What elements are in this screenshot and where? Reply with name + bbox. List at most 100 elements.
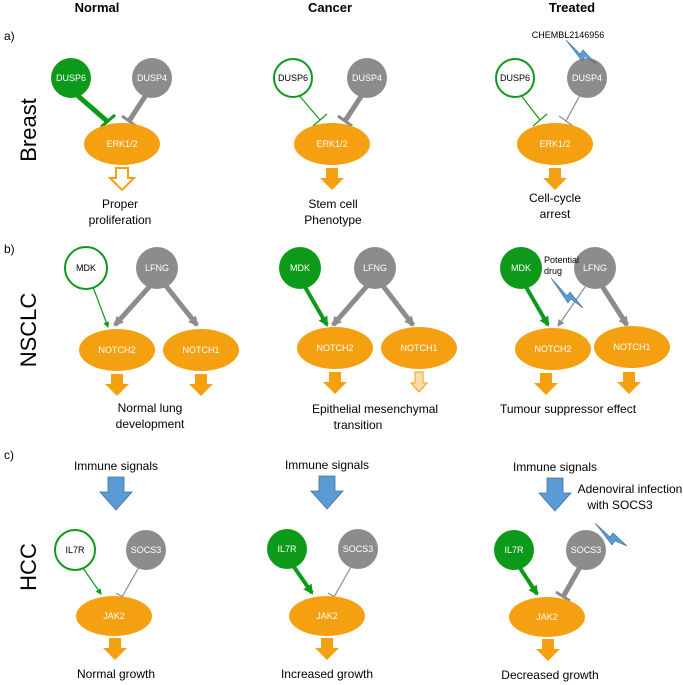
column-header-cancer: Cancer (308, 0, 352, 15)
outcome-arrow (103, 638, 127, 660)
nsclc-cancer: MDK LFNG NOTCH2 NOTCH1 Epithelial mesenc… (279, 247, 457, 432)
immune-signals-label: Immune signals (285, 458, 369, 472)
activation-arrow (303, 285, 329, 327)
erk-node (294, 123, 370, 165)
outcome-line-1: Cell-cycle (529, 191, 581, 205)
therapy-label-line-2: with SOCS3 (586, 498, 653, 512)
socs3-label: SOCS3 (343, 544, 374, 554)
erk-node (517, 123, 593, 165)
lfng-label: LFNG (583, 263, 607, 273)
outcome-line-1: Epithelial mesenchymal (312, 402, 438, 416)
outcome-line-1: Proper (102, 197, 138, 211)
inhibition-bar (555, 590, 571, 603)
dusp4-label: DUSP4 (352, 73, 382, 83)
therapy-label-line-1: Adenoviral infection (578, 482, 683, 496)
outcome-arrow (320, 168, 344, 190)
activation-arrow (518, 566, 539, 596)
dusp4-node (347, 58, 387, 98)
row-label-nsclc: NSCLC (16, 293, 41, 368)
dusp4-label: DUSP4 (572, 73, 602, 83)
inhibition-line (121, 566, 140, 598)
notch1-label: NOTCH1 (400, 343, 437, 353)
notch1-node (163, 329, 239, 371)
inhibition-line (565, 94, 581, 122)
lfng-label: LFNG (145, 263, 169, 273)
outcome-arrow-faded (409, 371, 429, 393)
il7r-node (267, 529, 307, 569)
outcome-text: Increased growth (281, 667, 373, 681)
breast-treated: DUSP6 DUSP4 CHEMBL2146956 ERK1/2 Cell-cy… (495, 30, 607, 221)
activation-arrow (331, 284, 369, 327)
il7r-label: IL7R (65, 545, 85, 555)
notch2-label: NOTCH2 (316, 343, 353, 353)
erk-label: ERK1/2 (316, 139, 347, 149)
inhibition-line (75, 93, 110, 124)
erk-label: ERK1/2 (539, 139, 570, 149)
mdk-node (64, 246, 108, 290)
notch1-node (381, 327, 457, 369)
inhibition-bar (337, 114, 353, 128)
inhibition-bar (532, 113, 548, 127)
outcome-line-2: development (116, 417, 185, 431)
notch1-label: NOTCH1 (613, 342, 650, 352)
notch2-node (297, 327, 373, 369)
immune-signal-arrow (99, 476, 133, 511)
il7r-node (494, 530, 534, 570)
lightning-drug-icon (550, 277, 584, 309)
inhibition-bar (312, 113, 328, 127)
row-label-hcc: HCC (16, 543, 41, 591)
dusp4-node (132, 58, 172, 98)
immune-signal-arrow (310, 475, 344, 510)
activation-arrow (292, 565, 314, 595)
dusp6-node (273, 58, 313, 98)
hcc-normal: Immune signals IL7R SOCS3 JAK2 Normal gr… (54, 459, 166, 681)
outcome-arrow (315, 638, 339, 660)
outcome-arrow (534, 373, 558, 395)
outcome-line-1: Normal lung (118, 401, 183, 415)
jak2-node (289, 596, 365, 636)
panel-letter-c: c) (4, 448, 14, 462)
column-header-treated: Treated (549, 0, 595, 15)
outcome-arrow (543, 168, 567, 190)
outcome-line-2: proliferation (89, 213, 152, 227)
dusp6-label: DUSP6 (278, 73, 308, 83)
activation-arrow (113, 284, 152, 327)
lightning-therapy-icon (594, 522, 628, 547)
nsclc-treated: MDK LFNG Potential drug NOTCH2 NOTCH1 Tu… (500, 247, 670, 416)
mdk-label: MDK (511, 263, 531, 273)
drug-label-line-1: Potential (544, 255, 579, 265)
outcome-arrow-hollow (107, 167, 137, 192)
outcome-line-2: transition (334, 418, 383, 432)
outcome-text: Tumour suppressor effect (500, 402, 637, 416)
panel-letter-a: a) (4, 29, 15, 43)
inhibition-line (560, 565, 583, 599)
inhibition-line (342, 93, 365, 123)
inhibition-line (333, 566, 352, 598)
lightning-drug-icon (565, 39, 597, 65)
lfng-node (574, 247, 616, 289)
inhibition-bar (100, 113, 116, 129)
activation-arrow (524, 285, 550, 327)
immune-signal-arrow (538, 477, 572, 512)
outcome-text: Decreased growth (501, 668, 598, 682)
mdk-label: MDK (290, 263, 310, 273)
lfng-node (354, 247, 396, 289)
socs3-node (338, 529, 378, 569)
inhibition-line (297, 93, 321, 121)
notch2-node (79, 329, 155, 371)
notch2-label: NOTCH2 (98, 345, 135, 355)
outcome-arrow (189, 374, 213, 396)
erk-node (84, 123, 160, 165)
jak2-node (509, 597, 585, 637)
jak2-label: JAK2 (536, 612, 558, 622)
socs3-node (566, 530, 606, 570)
dusp6-node (51, 58, 91, 98)
dusp6-label: DUSP6 (56, 73, 86, 83)
notch1-node (594, 326, 670, 368)
row-label-breast: Breast (16, 98, 41, 162)
drug-label-line-2: drug (544, 266, 562, 276)
inhibition-line (126, 93, 149, 123)
activation-arrow (557, 286, 586, 327)
hcc-treated: Immune signals IL7R SOCS3 Adenoviral inf… (494, 460, 682, 682)
